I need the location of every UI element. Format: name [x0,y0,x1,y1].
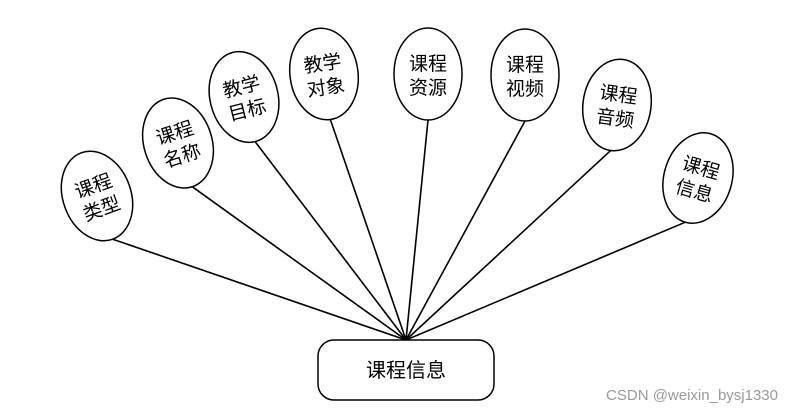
connector-line [191,186,407,341]
attribute-ellipse [581,58,653,152]
connector-line [405,120,526,341]
attribute-ellipse [288,27,360,121]
entity-node: 课程信息 [317,339,495,401]
connector-line [405,119,429,341]
attribute-label-line2: 音频 [595,105,636,132]
attribute-label-line2: 对象 [306,74,347,101]
connector-line [329,119,407,341]
attribute-node: 课程信息 [662,132,734,224]
connector-line [405,221,686,341]
watermark: CSDN @weixin_bysj1330 [606,387,778,404]
connector-line [254,141,407,341]
attribute-label-line1: 课程 [506,54,544,76]
attribute-label-line2: 资源 [409,77,447,99]
entity-label: 课程信息 [366,358,446,382]
attribute-label-line2: 视频 [506,78,544,100]
attribute-ellipse [208,50,280,144]
connector-lines [112,119,686,341]
attribute-nodes: 课程类型课程名称教学目标教学对象课程资源课程视频课程音频课程信息 [60,27,734,242]
attribute-ellipse [141,97,215,189]
connector-line [112,238,407,341]
attribute-ellipse [60,150,134,242]
entity-box [317,339,495,401]
attribute-label-line1: 课程 [409,53,447,75]
connector-line [405,150,612,341]
attribute-ellipse [393,27,463,121]
attribute-ellipse [490,28,560,122]
attribute-label-line1: 课程 [598,82,639,109]
attribute-label-line1: 教学 [302,51,343,78]
attribute-ellipse [662,132,734,224]
